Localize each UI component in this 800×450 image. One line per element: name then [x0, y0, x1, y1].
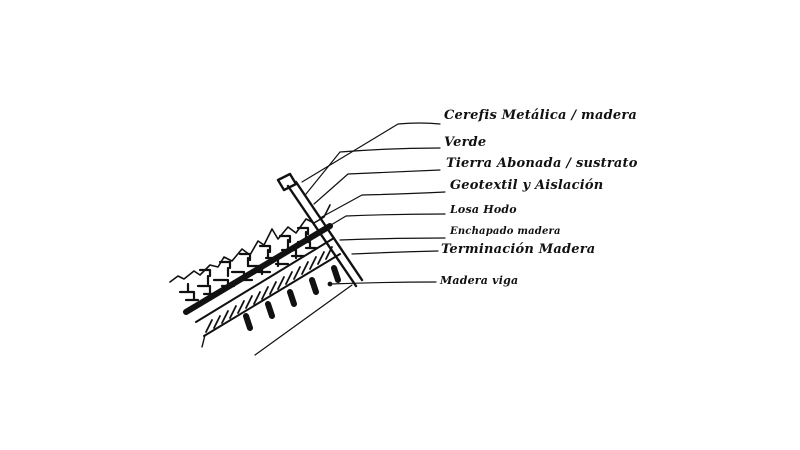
left-edge: [201, 334, 206, 348]
label-madera-viga: Madera viga: [440, 274, 519, 287]
leader-lines: [301, 122, 446, 287]
slab-outline: [195, 237, 341, 337]
roof-layers: [169, 122, 446, 356]
substrate-pattern: [178, 226, 318, 302]
slab-hatch: [205, 246, 333, 333]
label-losa: Losa Hodo: [450, 203, 517, 216]
edge-fascia: [276, 172, 364, 288]
label-terminacion: Terminación Madera: [441, 242, 596, 257]
label-tierra: Tierra Abonada / sustrato: [446, 156, 638, 171]
label-enchapado: Enchapado madera: [450, 226, 561, 237]
soffit-line: [254, 284, 353, 356]
geotextile-band: [183, 223, 333, 315]
joists: [243, 265, 341, 331]
label-geotextil: Geotextil y Aislación: [450, 178, 604, 193]
label-verde: Verde: [444, 135, 487, 150]
label-ceretis: Cerefis Metálica / madera: [444, 108, 638, 123]
